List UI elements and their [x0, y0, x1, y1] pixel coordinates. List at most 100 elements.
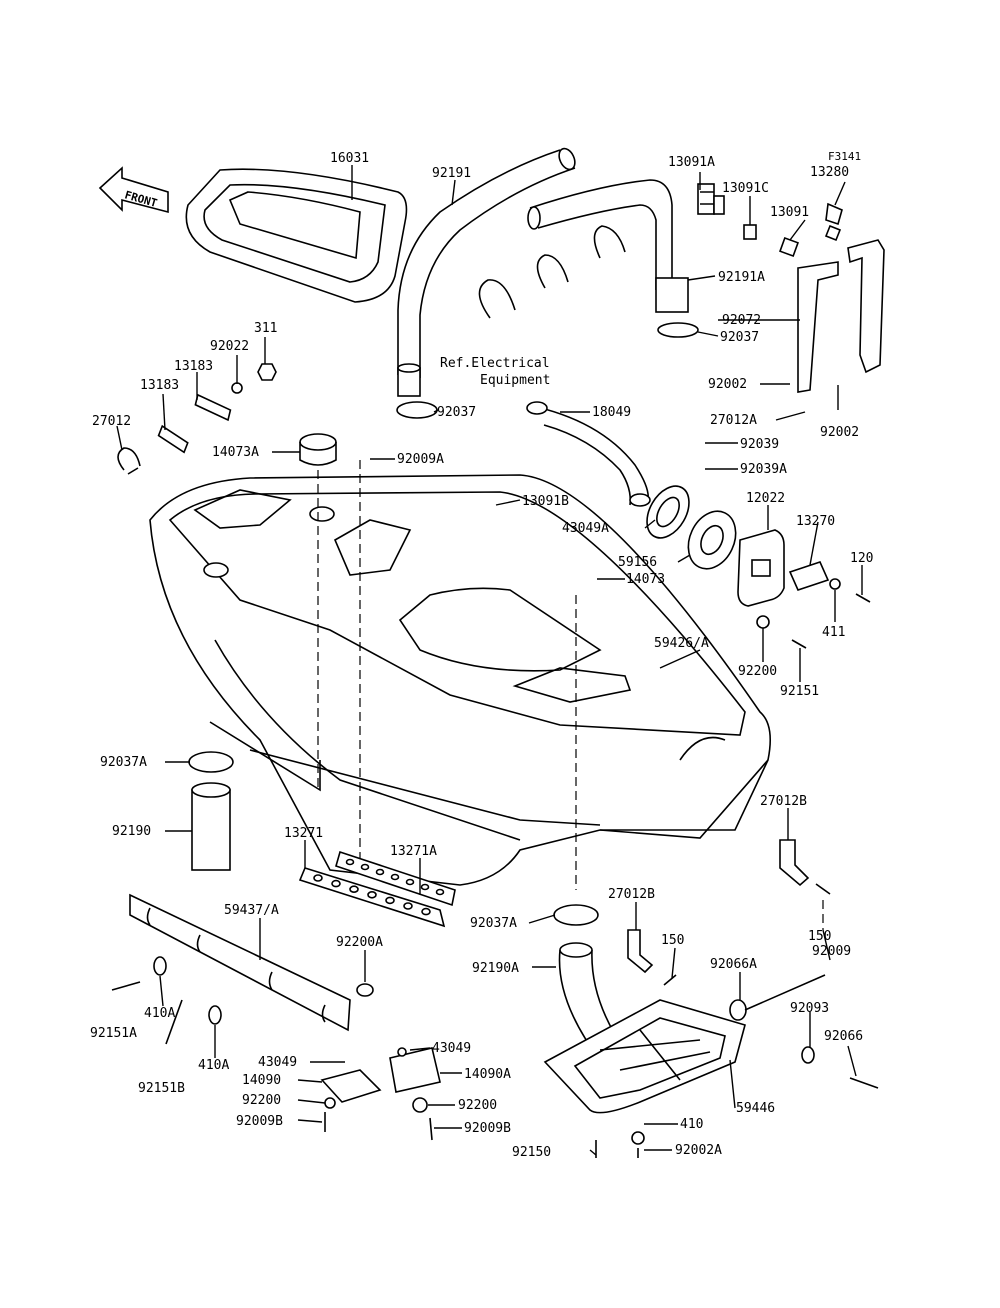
- label-92191A: 92191A: [718, 270, 765, 285]
- label-150-b: 150: [808, 929, 831, 944]
- hull-body-part: [149, 474, 771, 886]
- label-92200-c: 92200: [458, 1098, 497, 1113]
- label-27012A: 27012A: [710, 413, 757, 428]
- label-92009B-l: 92009B: [236, 1114, 283, 1129]
- hose-92190-part: [188, 721, 321, 871]
- label-92037A-c: 92037A: [470, 916, 517, 931]
- label-16031: 16031: [330, 151, 369, 166]
- skid-plate-59446-part: [543, 974, 879, 1158]
- clip-parts: [697, 183, 843, 257]
- label-92200A: 92200A: [336, 935, 383, 950]
- label-92009A: 92009A: [397, 452, 444, 467]
- strip-hole: [390, 873, 400, 881]
- brackets-27012B: [627, 839, 831, 986]
- label-92151A: 92151A: [90, 1026, 137, 1041]
- label-92039: 92039: [740, 437, 779, 452]
- label-12022: 12022: [746, 491, 785, 506]
- label-13091A: 13091A: [668, 155, 715, 170]
- label-92151-r: 92151: [780, 684, 819, 699]
- label-92037-mid: 92037: [437, 405, 476, 420]
- hose-92191A-part: [527, 179, 689, 313]
- label-14090A: 14090A: [464, 1067, 511, 1082]
- strip-hole: [405, 878, 415, 886]
- label-43049-a: 43049: [258, 1055, 297, 1070]
- label-27012B-c: 27012B: [608, 887, 655, 902]
- brackets-14090: [320, 1047, 441, 1141]
- strip-hole: [360, 863, 370, 871]
- strip-13271-parts: [298, 850, 456, 928]
- elbow-hose-18049-part: [526, 401, 651, 507]
- strip-hole: [403, 902, 413, 910]
- label-92037-top: 92037: [720, 330, 759, 345]
- storage-tray-part: [185, 168, 408, 303]
- label-120: 120: [850, 551, 873, 566]
- label-92009B-c: 92009B: [464, 1121, 511, 1136]
- diagram-id: F3141: [828, 150, 861, 163]
- label-92190: 92190: [112, 824, 151, 839]
- label-92066: 92066: [824, 1029, 863, 1044]
- front-arrow: FRONT: [98, 166, 169, 214]
- hose-92191-part: [397, 147, 576, 397]
- label-43049A: 43049A: [562, 521, 609, 536]
- assembly-guide-lines: [317, 460, 824, 930]
- label-92200-l: 92200: [242, 1093, 281, 1108]
- rail-59437-part: [111, 893, 374, 1045]
- label-27012: 27012: [92, 414, 131, 429]
- strip-hole: [385, 896, 395, 905]
- label-92022: 92022: [210, 339, 249, 354]
- strip-hole: [375, 868, 385, 876]
- label-92191: 92191: [432, 166, 471, 181]
- leader-lines: [116, 165, 863, 1156]
- label-92151B: 92151B: [138, 1081, 185, 1096]
- label-92072: 92072: [722, 313, 761, 328]
- label-13271: 13271: [284, 826, 323, 841]
- label-14073A: 14073A: [212, 445, 259, 460]
- strip-hole: [331, 879, 341, 888]
- plate-12022-part: [737, 529, 871, 649]
- label-92039A: 92039A: [740, 462, 787, 477]
- label-411: 411: [822, 625, 845, 640]
- label-14090: 14090: [242, 1073, 281, 1088]
- label-92002A: 92002A: [675, 1143, 722, 1158]
- label-13091C: 13091C: [722, 181, 769, 196]
- label-92002-b: 92002: [820, 425, 859, 440]
- label-92150: 92150: [512, 1145, 551, 1160]
- strip-hole: [349, 885, 359, 894]
- label-13183-a: 13183: [174, 359, 213, 374]
- strip-hole: [421, 907, 431, 916]
- label-59426A: 59426/A: [654, 636, 709, 651]
- label-311: 311: [254, 321, 277, 336]
- label-92009: 92009: [812, 944, 851, 959]
- label-18049: 18049: [592, 405, 631, 420]
- ref-note-line2: Equipment: [480, 373, 550, 388]
- label-13280: 13280: [810, 165, 849, 180]
- small-fasteners-left: [117, 363, 277, 475]
- label-13091B: 13091B: [522, 494, 569, 509]
- strip-hole: [367, 890, 377, 899]
- label-92200-r: 92200: [738, 664, 777, 679]
- seal-ring-parts: [646, 485, 737, 570]
- label-92190A: 92190A: [472, 961, 519, 976]
- label-92002-a: 92002: [708, 377, 747, 392]
- label-410: 410: [680, 1117, 703, 1132]
- label-92066A: 92066A: [710, 957, 757, 972]
- label-13183-b: 13183: [140, 378, 179, 393]
- bracket-92072-part: [797, 239, 885, 393]
- label-59156: 59156: [618, 555, 657, 570]
- strip-hole: [313, 874, 323, 882]
- label-92093: 92093: [790, 1001, 829, 1016]
- hose-clamp-loops: [396, 225, 699, 419]
- label-92037A-l: 92037A: [100, 755, 147, 770]
- label-27012B-r: 27012B: [760, 794, 807, 809]
- label-150-a: 150: [661, 933, 684, 948]
- label-13091: 13091: [770, 205, 809, 220]
- strip-hole: [435, 888, 445, 896]
- label-13271A: 13271A: [390, 844, 437, 859]
- strip-hole: [420, 883, 430, 891]
- label-13270: 13270: [796, 514, 835, 529]
- label-59437A: 59437/A: [224, 903, 279, 918]
- part-number-labels: F3141 16031 92191 13091A 13091C 13280 13…: [90, 150, 873, 1160]
- label-410A-b: 410A: [198, 1058, 229, 1073]
- label-410A-a: 410A: [144, 1006, 175, 1021]
